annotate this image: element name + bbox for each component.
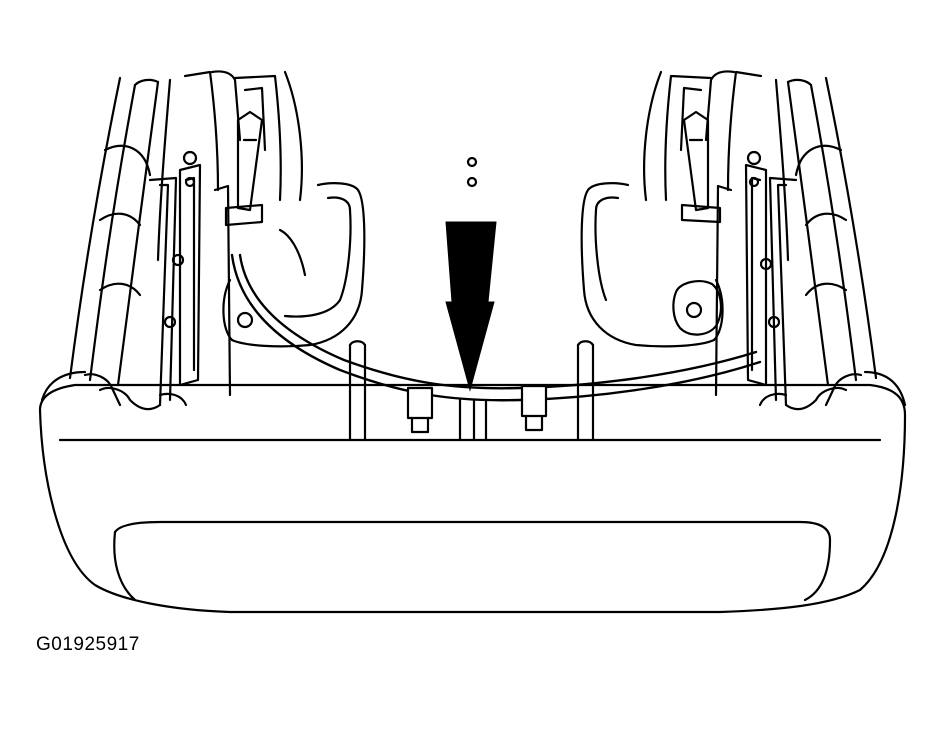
center-guide-bars — [348, 340, 595, 442]
down-arrow-icon — [445, 221, 497, 392]
figure-id-label: G01925917 — [36, 634, 140, 655]
release-cable — [230, 253, 762, 434]
left-seat-frame — [68, 70, 303, 411]
right-seat-frame — [643, 70, 878, 411]
mounting-holes — [466, 156, 478, 188]
right-inner-bracket — [580, 182, 724, 348]
seat-cushion-front — [38, 370, 907, 614]
left-inner-bracket — [222, 182, 366, 348]
